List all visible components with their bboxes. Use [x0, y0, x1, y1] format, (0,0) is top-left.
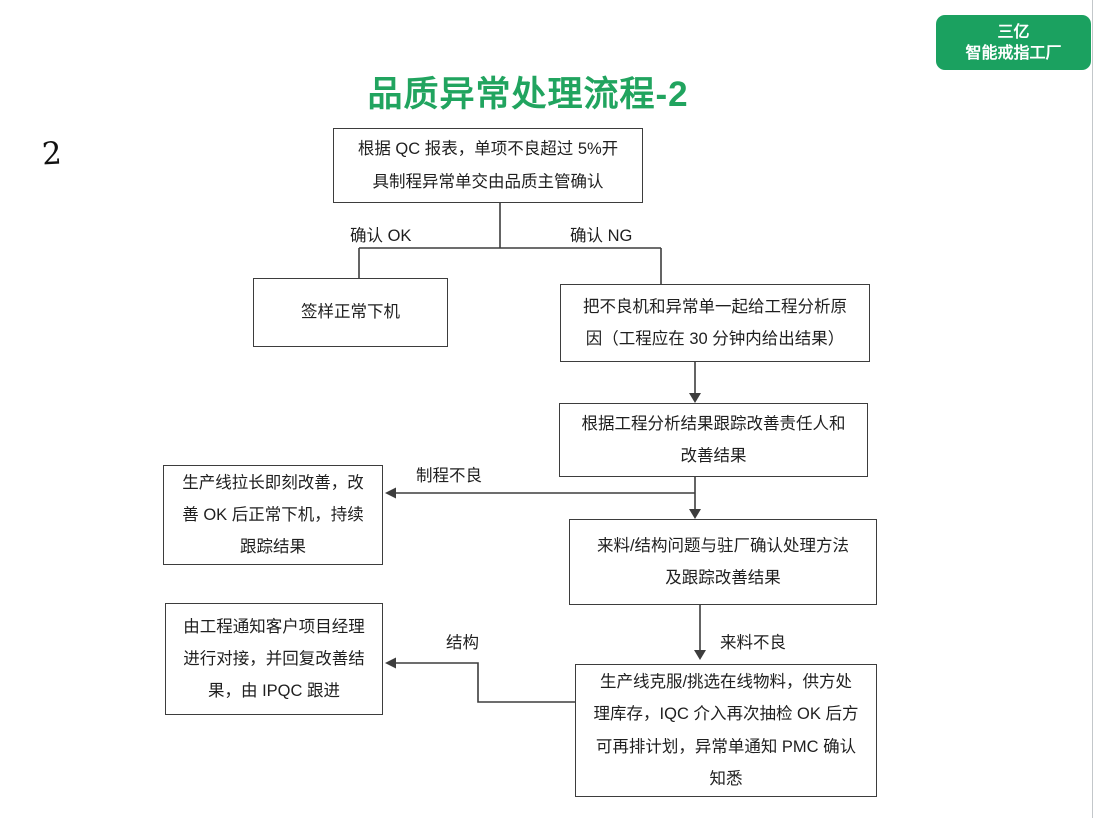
flow-box-line-leader-improve: 生产线拉长即刻改善，改 善 OK 后正常下机，持续 跟踪结果 [163, 465, 383, 565]
flow-box-qc-report: 根据 QC 报表，单项不良超过 5%开 具制程异常单交由品质主管确认 [333, 128, 643, 203]
page-edge-line [1092, 0, 1093, 818]
branch-label-structure: 结构 [446, 634, 479, 652]
flow-box-notify-customer-pm: 由工程通知客户项目经理 进行对接，并回复改善结 果，由 IPQC 跟进 [165, 603, 383, 715]
flow-box-production-overcome: 生产线克服/挑选在线物料，供方处 理库存，IQC 介入再次抽检 OK 后方 可再… [575, 664, 877, 797]
brand-badge-line1: 三亿 [997, 23, 1030, 41]
flow-box-give-engineering: 把不良机和异常单一起给工程分析原 因（工程应在 30 分钟内给出结果） [560, 284, 870, 362]
page-title: 品质异常处理流程-2 [367, 75, 689, 114]
brand-badge-line2: 智能戒指工厂 [965, 44, 1062, 62]
branch-label-confirm-ok: 确认 OK [350, 227, 412, 245]
branch-label-incoming-defect: 来料不良 [720, 634, 786, 652]
slide-number: 2 [41, 135, 63, 173]
brand-badge: 三亿 智能戒指工厂 [936, 15, 1091, 70]
flow-box-incoming-structure: 来料/结构问题与驻厂确认处理方法 及跟踪改善结果 [569, 519, 877, 605]
branch-label-confirm-ng: 确认 NG [570, 227, 633, 245]
flow-box-track-improvement: 根据工程分析结果跟踪改善责任人和 改善结果 [559, 403, 868, 477]
branch-label-process-defect: 制程不良 [416, 467, 482, 485]
flow-box-sign-off: 签样正常下机 [253, 278, 448, 347]
